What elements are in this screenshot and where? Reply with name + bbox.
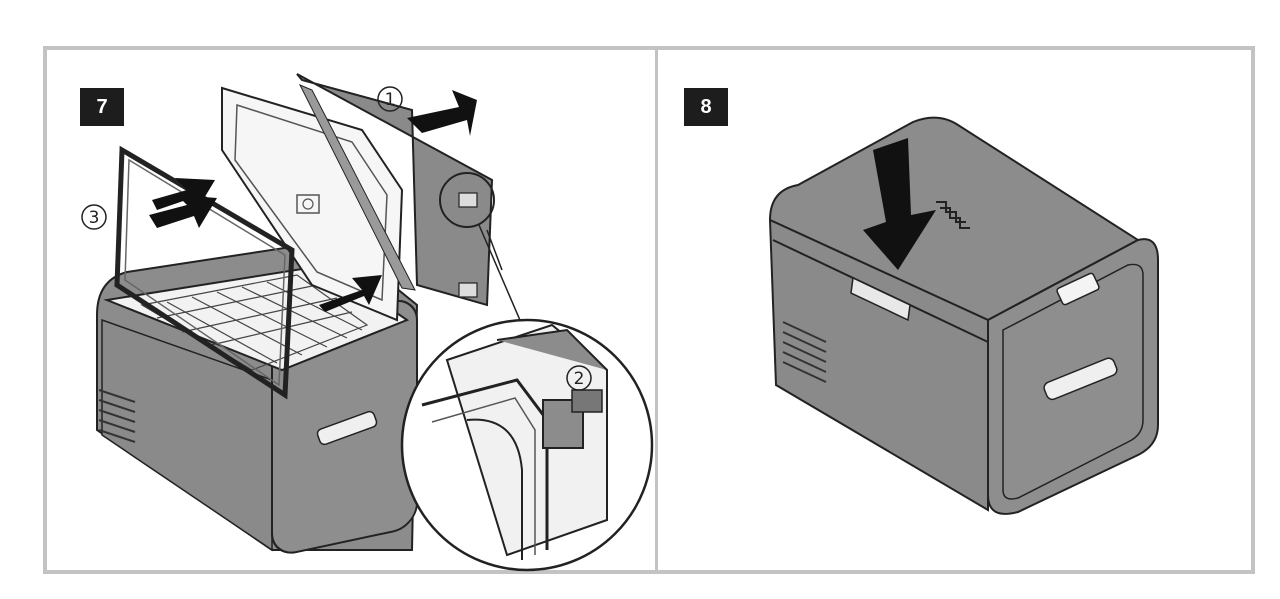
vent-grille (98, 389, 136, 443)
latch-icon (458, 282, 478, 298)
step-7-illustration: 1 2 3 (81, 73, 654, 572)
callout-3: 3 (81, 204, 107, 230)
control-panel (1056, 272, 1100, 306)
arrow-icon (149, 195, 217, 228)
arrow-icon (319, 275, 382, 312)
detail-circle-small (439, 172, 495, 228)
lid-label (296, 194, 320, 214)
open-lid (221, 86, 404, 322)
step-8-illustration (768, 116, 1159, 515)
side-handle (1043, 357, 1118, 401)
cooler-front-face (768, 218, 989, 512)
step-8-badge: 8 (684, 88, 728, 126)
step-7-panel: 7 (47, 50, 655, 572)
step-8-panel: 8 (658, 50, 1251, 570)
cooler-front-face (101, 318, 273, 552)
arrow-icon (407, 90, 477, 136)
callout-2: 2 (566, 365, 592, 391)
lid-cover-panel (296, 73, 494, 307)
callout-1: 1 (377, 86, 403, 112)
svg-text:1: 1 (385, 90, 396, 110)
svg-text:2: 2 (574, 369, 585, 389)
zoom-content (421, 323, 608, 560)
latch-icon (458, 192, 478, 208)
panel-divider (655, 50, 658, 570)
svg-text:3: 3 (89, 208, 100, 228)
vent-grille (782, 321, 827, 383)
step-7-badge: 7 (80, 88, 124, 126)
press-down-arrow-icon (863, 138, 936, 270)
seal-frame (114, 145, 295, 400)
front-handle (850, 276, 911, 322)
side-handle (316, 410, 378, 446)
